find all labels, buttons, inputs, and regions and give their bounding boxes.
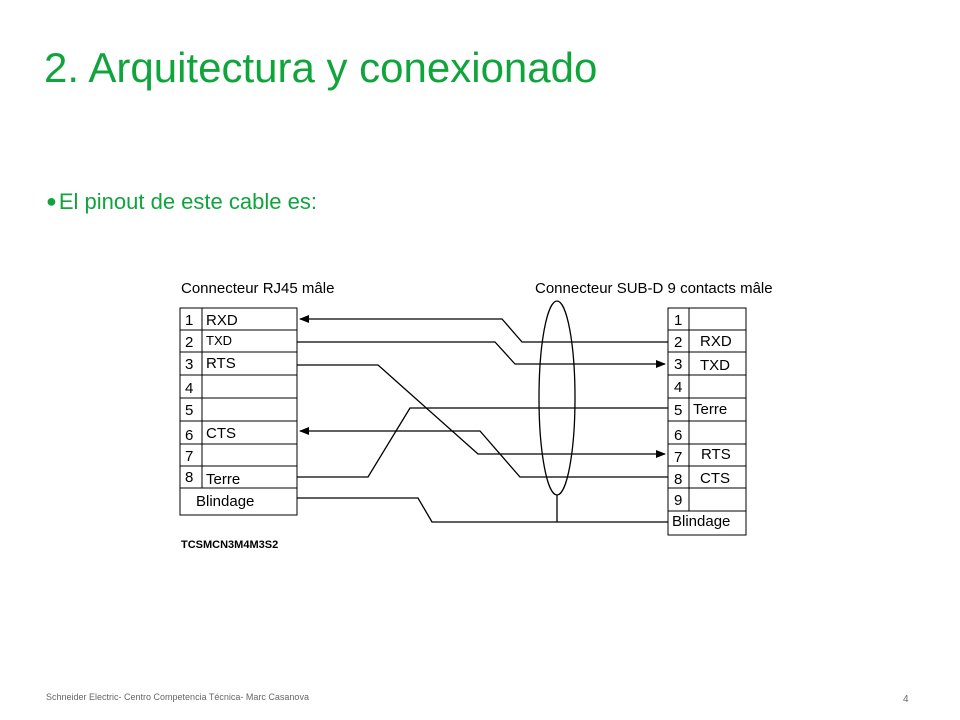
wire-cts <box>299 427 668 478</box>
rj45-pin-label: RXD <box>206 312 238 329</box>
wire-rxd <box>299 315 668 343</box>
rj45-pin-label: TXD <box>206 333 232 348</box>
wire-txd <box>297 341 666 368</box>
rj45-pin-number: 1 <box>185 312 193 329</box>
subd-pin-number: 7 <box>674 449 682 466</box>
bullet-dot-icon: ● <box>46 191 57 211</box>
subd-pin-label: TXD <box>700 357 730 374</box>
bullet-text: El pinout de este cable es: <box>58 189 317 214</box>
wire-rts <box>297 364 666 458</box>
subd-shield-label: Blindage <box>672 513 730 530</box>
page-title: 2. Arquitectura y conexionado <box>44 44 598 91</box>
subd-pin-number: 3 <box>674 356 682 373</box>
subd-pin-number: 5 <box>674 402 682 419</box>
rj45-pin-number: 6 <box>185 427 193 444</box>
subd-pin-number: 9 <box>674 492 682 509</box>
rj45-pin-label: RTS <box>206 355 236 372</box>
rj45-shield-label: Blindage <box>196 493 254 510</box>
wire-shield <box>297 497 668 523</box>
rj45-connector-table <box>179 307 298 516</box>
subd-pin-number: 6 <box>674 427 682 444</box>
subd-connector-table <box>667 307 747 536</box>
subd-pin-number: 1 <box>674 312 682 329</box>
rj45-pin-number: 4 <box>185 380 193 397</box>
rj45-pin-label: CTS <box>206 425 236 442</box>
subd-pin-number: 8 <box>674 471 682 488</box>
rj45-pin-number: 7 <box>185 448 193 465</box>
rj45-pin-number: 3 <box>185 356 193 373</box>
footer-text: Schneider Electric- Centro Competencia T… <box>46 692 309 702</box>
subd-header: Connecteur SUB-D 9 contacts mâle <box>535 280 773 297</box>
rj45-header: Connecteur RJ45 mâle <box>181 280 334 297</box>
bullet-item: ●El pinout de este cable es: <box>46 189 317 215</box>
cable-reference: TCSMCN3M4M3S2 <box>181 539 278 551</box>
subd-pin-number: 4 <box>674 379 682 396</box>
cable-shield-ellipse <box>538 300 576 496</box>
rj45-pin-number: 5 <box>185 402 193 419</box>
rj45-pin-label: Terre <box>206 471 240 488</box>
subd-pin-label: Terre <box>693 401 727 418</box>
subd-pin-label: RXD <box>700 333 732 350</box>
rj45-pin-number: 2 <box>185 334 193 351</box>
subd-pin-label: CTS <box>700 470 730 487</box>
wire-ground <box>297 407 668 478</box>
rj45-pin-number: 8 <box>185 469 193 486</box>
subd-pin-number: 2 <box>674 334 682 351</box>
page-number: 4 <box>903 694 909 705</box>
subd-pin-label: RTS <box>701 446 731 463</box>
